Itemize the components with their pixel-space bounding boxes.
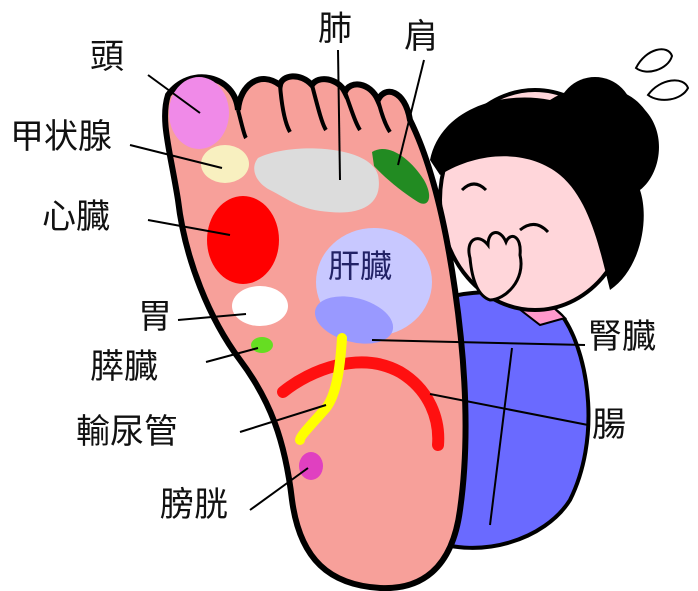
leader-kidney — [371, 339, 586, 346]
leader-pancreas — [205, 347, 259, 363]
leader-shoulder — [397, 59, 425, 166]
zone-ureter — [295, 333, 347, 445]
label-bladder: 膀胱 — [160, 485, 228, 525]
leader-lung — [337, 49, 341, 181]
zone-shoulder — [372, 148, 430, 204]
label-liver: 肝臓 — [328, 247, 393, 285]
zone-heart — [207, 196, 279, 284]
girl-eye-right — [519, 223, 550, 234]
zone-pancreas — [251, 337, 273, 353]
label-lung: 肺 — [318, 9, 352, 49]
sweat-drop-1 — [634, 48, 674, 73]
zone-stomach — [232, 286, 288, 326]
label-heart: 心臓 — [42, 197, 110, 237]
label-ureter: 輸尿管 — [76, 412, 178, 452]
foot-sole — [162, 73, 469, 591]
label-kidney: 腎臓 — [588, 317, 656, 357]
girl-eye-left — [460, 182, 488, 192]
girl-hand — [467, 231, 523, 302]
zone-thyroid — [201, 145, 249, 183]
label-shoulder: 肩 — [404, 17, 438, 57]
label-head: 頭 — [90, 37, 124, 77]
zone-lung — [254, 148, 379, 213]
label-pancreas: 膵臓 — [90, 347, 158, 387]
label-thyroid: 甲状腺 — [10, 117, 112, 157]
leader-heart — [147, 219, 231, 236]
label-intestine: 腸 — [592, 405, 626, 445]
leader-head — [147, 74, 201, 114]
toe-line-4 — [343, 91, 362, 132]
leader-stomach — [177, 313, 247, 321]
toe-line-2 — [278, 84, 292, 133]
leader-bladder — [249, 467, 309, 511]
leader-thyroid — [129, 144, 223, 169]
zone-kidney — [314, 296, 394, 344]
label-stomach: 胃 — [138, 297, 172, 337]
zone-bladder — [299, 452, 323, 480]
leader-lines — [129, 49, 589, 526]
girl-hair-bun — [557, 77, 633, 153]
leader-intestine-2 — [489, 347, 513, 526]
leader-intestine — [429, 393, 589, 426]
toe-line-3 — [310, 84, 328, 132]
toe-line-1 — [236, 109, 248, 140]
zone-intestine — [277, 356, 445, 451]
sweat-drop-2 — [646, 79, 690, 101]
leader-ureter — [239, 404, 327, 433]
toe-line-5 — [376, 99, 392, 134]
